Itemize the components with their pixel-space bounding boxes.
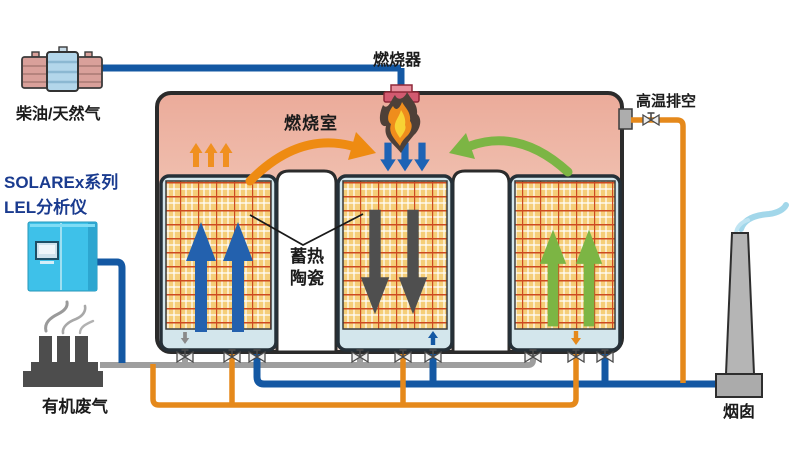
burner-icon [383, 68, 420, 103]
fuel-barrels-icon [21, 46, 401, 92]
lel-analyzer-icon [27, 221, 98, 292]
analyzer-label-line2: LEL分析仪 [4, 197, 88, 217]
ceramic-bed-1 [159, 174, 278, 352]
combustion-chamber-label: 燃烧室 [284, 114, 338, 133]
chimney-label: 烟囱 [722, 404, 755, 421]
exhaust-label: 高温排空 [636, 93, 697, 110]
ceramic-pointer-line [249, 213, 364, 247]
fuel-label: 柴油/天然气 [16, 106, 101, 123]
rto-vessel [155, 91, 624, 354]
slot-1 [275, 169, 338, 354]
ceramic-label-line2: 陶瓷 [290, 269, 324, 289]
waste-gas-label: 有机废气 [42, 398, 108, 416]
flow-curve-green-icon [449, 133, 573, 177]
ceramic-bed-2 [336, 174, 454, 352]
hot-exhaust-pipe-orange [631, 117, 686, 383]
burner-down-arrows-icon [380, 142, 430, 172]
analyzer-label-line1: SOLAREx系列 [4, 173, 119, 192]
ceramic-bed-3 [508, 174, 622, 352]
ceramic-label-line1: 蓄热 [290, 247, 324, 266]
chimney-icon [715, 202, 789, 398]
analyzer-label: SOLAREx系列 LEL分析仪 [4, 171, 144, 220]
lel-sample-pipe-blue [92, 258, 126, 363]
factory-icon [23, 300, 103, 387]
ceramic-label: 蓄热 陶瓷 [277, 246, 337, 290]
exhaust-nozzle [618, 108, 633, 130]
purge-pipe-orange [150, 349, 579, 408]
flame-icon [379, 92, 421, 153]
slot-2 [451, 169, 511, 354]
hot-gas-up-arrows-icon [189, 143, 233, 167]
burner-label: 燃烧器 [373, 52, 422, 69]
flow-curve-orange-icon [245, 132, 376, 186]
